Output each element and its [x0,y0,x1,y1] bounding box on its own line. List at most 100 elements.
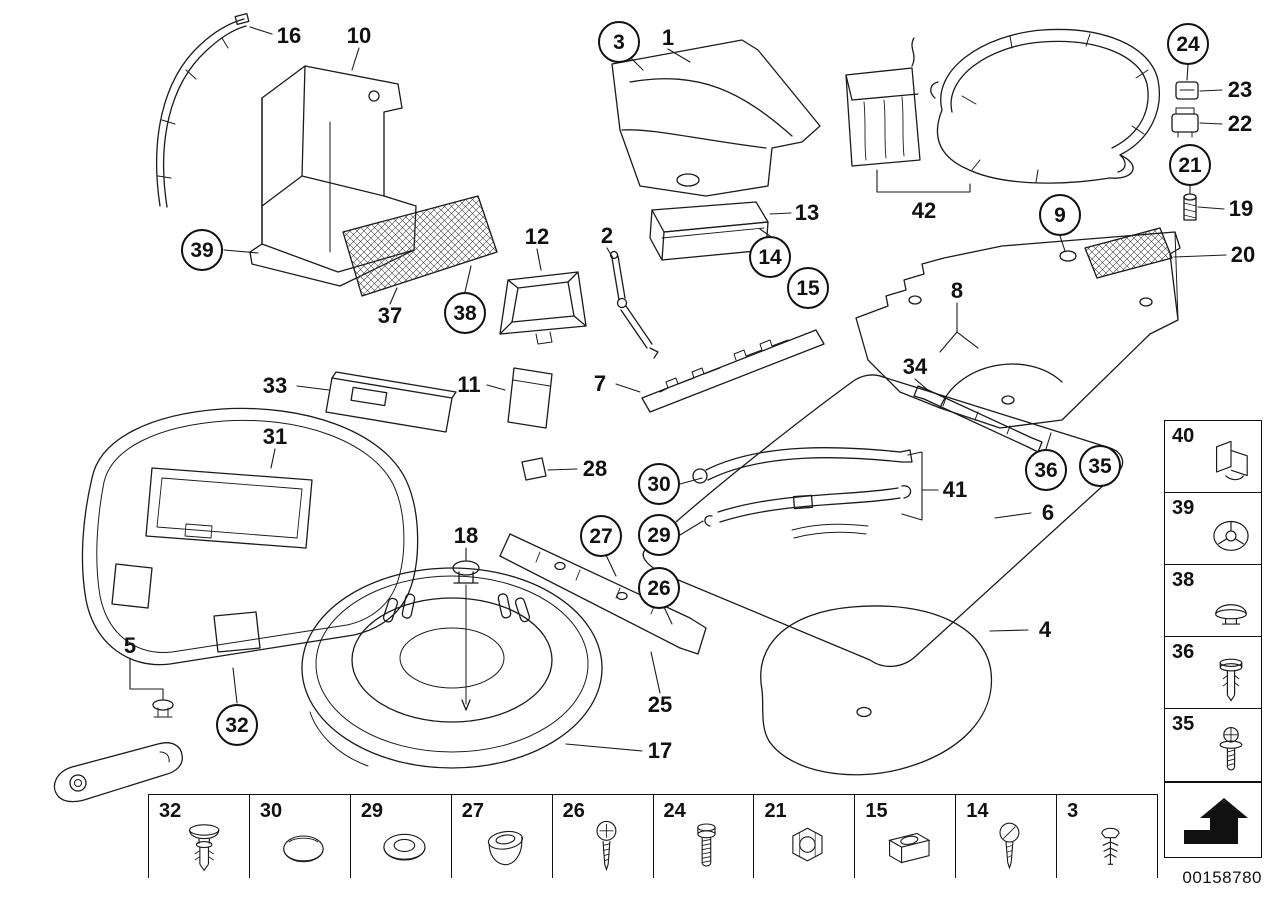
part-side-trim-panel [611,39,821,197]
callout-35[interactable]: 35 [1079,445,1121,487]
callout-34[interactable]: 34 [902,354,928,379]
fastener-cell-30[interactable]: 30 [248,795,350,878]
fastener-cell-29[interactable]: 29 [349,795,451,878]
callout-30[interactable]: 30 [638,463,680,505]
leader-lines [129,26,1227,752]
callout-13[interactable]: 13 [794,200,820,225]
fastener-number: 24 [663,800,686,822]
fastener-number: 29 [360,800,384,822]
callout-39[interactable]: 39 [181,229,223,271]
part-clip-22 [1171,107,1199,138]
screw-washer-icon [1219,727,1243,771]
callout-7[interactable]: 7 [593,371,607,396]
part-strap-5 [53,699,183,803]
sidebar-item-number: 36 [1172,641,1195,663]
corner-bracket-icon [1216,440,1248,481]
callout-36[interactable]: 36 [1025,449,1067,491]
hex-nut-icon [792,827,823,862]
sidebar-item-number: 38 [1172,569,1195,591]
sidebar-item-36[interactable]: 36 [1164,636,1262,710]
callout-18[interactable]: 18 [453,523,479,548]
callout-9[interactable]: 9 [1039,194,1081,236]
sidebar-item-40[interactable]: 40 [1164,420,1262,494]
sidebar-item-number: 35 [1172,713,1195,735]
fastener-number: 26 [562,800,585,822]
fastener-number: 32 [159,800,182,822]
callout-41[interactable]: 41 [942,477,968,502]
part-trunk-seal [155,12,250,208]
phillips-screw-icon [596,820,617,872]
fir-tree-clip-icon [1101,827,1120,865]
part-trunk-lid-liner-31 [81,407,419,666]
socket-bolt-icon [697,823,717,867]
callout-22[interactable]: 22 [1227,111,1253,136]
part-battery-cover-33 [325,371,457,433]
sidebar-item-number: 40 [1172,425,1195,447]
part-cap-23 [1175,81,1199,100]
grommet-top-icon [1213,520,1249,551]
part-rear-trim-panel [249,65,417,287]
callout-32[interactable]: 32 [216,704,258,746]
callout-38[interactable]: 38 [444,292,486,334]
slotted-screw-icon [999,822,1020,870]
callout-10[interactable]: 10 [346,23,372,48]
callout-28[interactable]: 28 [582,456,608,481]
callout-8[interactable]: 8 [950,278,964,303]
plastic-rivet-icon [188,824,220,872]
fastener-cell-24[interactable]: 24 [652,795,754,878]
callout-3[interactable]: 3 [598,21,640,63]
callout-24[interactable]: 24 [1167,23,1209,65]
fastener-cell-21[interactable]: 21 [753,795,854,878]
callout-33[interactable]: 33 [262,373,288,398]
part-clip-28 [521,457,547,481]
callout-23[interactable]: 23 [1227,77,1253,102]
callout-27[interactable]: 27 [580,515,622,557]
part-card-11 [507,367,553,429]
callout-19[interactable]: 19 [1228,196,1254,221]
fastener-number: 21 [764,800,787,822]
callout-31[interactable]: 31 [262,424,288,449]
callout-4[interactable]: 4 [1038,617,1052,642]
callout-6[interactable]: 6 [1041,500,1055,525]
part-plug-18 [452,560,480,711]
fastener-cell-3[interactable]: 3 [1056,795,1159,878]
callout-14[interactable]: 14 [749,236,791,278]
expanding-rivet-icon [1219,658,1243,702]
callout-42[interactable]: 42 [911,198,937,223]
part-wiring-harness [930,28,1160,184]
fastener-cell-15[interactable]: 15 [854,795,955,878]
fastener-cell-14[interactable]: 14 [955,795,1056,878]
callout-16[interactable]: 16 [276,23,302,48]
callout-2[interactable]: 2 [600,223,614,248]
continuation-arrow-box[interactable] [1164,782,1262,858]
callout-37[interactable]: 37 [377,303,403,328]
callout-12[interactable]: 12 [524,224,550,249]
part-jack-crank-2 [609,250,659,359]
callout-26[interactable]: 26 [638,567,680,609]
callout-21[interactable]: 21 [1169,144,1211,186]
part-bulb-19 [1183,193,1197,221]
callout-11[interactable]: 11 [457,372,481,397]
callout-20[interactable]: 20 [1230,242,1256,267]
part-luggage-net [342,195,498,297]
round-grommet-icon [383,833,426,861]
callout-15[interactable]: 15 [787,267,829,309]
fastener-cell-32[interactable]: 32 [148,795,249,878]
callout-25[interactable]: 25 [647,692,673,717]
callout-29[interactable]: 29 [638,514,680,556]
continuation-arrow-icon [1184,798,1248,844]
fastener-cell-26[interactable]: 26 [551,795,653,878]
fastener-cell-27[interactable]: 27 [450,795,552,878]
sidebar-item-39[interactable]: 39 [1164,492,1262,566]
callout-1[interactable]: 1 [661,25,675,50]
sidebar-item-38[interactable]: 38 [1164,564,1262,638]
callout-17[interactable]: 17 [647,738,673,763]
sidebar-item-35[interactable]: 35 [1164,708,1262,782]
part-storage-bin-12 [499,271,587,345]
grommet-dome-icon [1215,604,1247,625]
part-sill-strip-7 [641,329,825,413]
callout-5[interactable]: 5 [123,633,137,658]
fastener-strip: 32 30 [148,794,1159,878]
fastener-number: 3 [1067,800,1079,822]
